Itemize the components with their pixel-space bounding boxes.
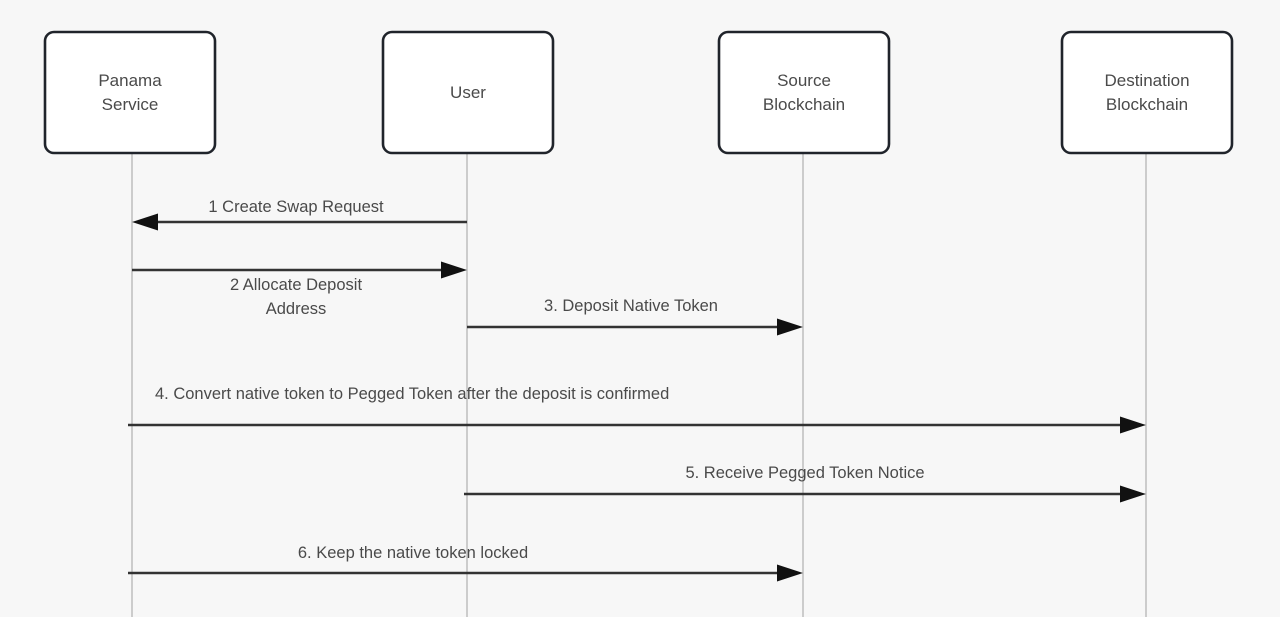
message-label-2-line2: Address — [266, 300, 327, 318]
message-1[interactable]: 1 Create Swap Request — [132, 198, 467, 231]
message-arrowhead-2 — [441, 261, 467, 279]
actor-box-source[interactable] — [717, 30, 891, 155]
message-arrowhead-5 — [1120, 485, 1146, 503]
actor-box-destination[interactable] — [1060, 30, 1234, 155]
message-label-1: 1 Create Swap Request — [208, 198, 384, 216]
message-label-3: 3. Deposit Native Token — [544, 297, 718, 315]
actors-layer: PanamaServiceUserSourceBlockchainDestina… — [43, 30, 1234, 155]
message-label-2: 2 Allocate Deposit — [230, 276, 362, 294]
message-3[interactable]: 3. Deposit Native Token — [467, 297, 803, 336]
message-5[interactable]: 5. Receive Pegged Token Notice — [464, 464, 1146, 503]
message-arrowhead-3 — [777, 318, 803, 336]
message-label-6: 6. Keep the native token locked — [298, 544, 528, 562]
actor-user[interactable]: User — [381, 30, 555, 155]
lifelines-layer — [131, 153, 1147, 617]
actor-label-source: Source — [777, 71, 831, 90]
actor-label-destination: Destination — [1104, 71, 1189, 90]
message-arrowhead-1 — [132, 213, 158, 231]
message-arrowhead-6 — [777, 564, 803, 582]
actor-label-source-line2: Blockchain — [763, 95, 845, 114]
message-4[interactable]: 4. Convert native token to Pegged Token … — [128, 385, 1146, 434]
message-arrowhead-4 — [1120, 416, 1146, 434]
message-6[interactable]: 6. Keep the native token locked — [128, 544, 803, 582]
messages-layer: 1 Create Swap Request 2 Allocate DepositA… — [128, 198, 1146, 582]
message-label-5: 5. Receive Pegged Token Notice — [685, 464, 924, 482]
actor-label-user: User — [450, 83, 486, 102]
actor-label-panama: Panama — [98, 71, 162, 90]
actor-label-destination-line2: Blockchain — [1106, 95, 1188, 114]
actor-box-panama[interactable] — [43, 30, 217, 155]
actor-label-panama-line2: Service — [102, 95, 159, 114]
message-label-4: 4. Convert native token to Pegged Token … — [155, 385, 669, 403]
actor-box-user[interactable] — [381, 30, 555, 155]
